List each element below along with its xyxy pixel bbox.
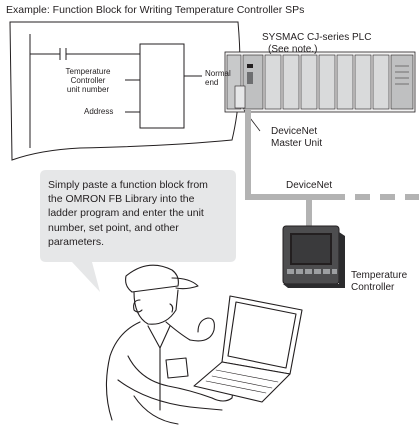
fb-input-line: unit number	[66, 85, 110, 94]
fb-output-normal-end: Normal end	[205, 69, 231, 87]
plc-rack	[224, 51, 416, 132]
plc-note: (See note.)	[268, 44, 318, 55]
fb-input-address: Address	[84, 107, 114, 116]
temperature-controller-line: Temperature	[351, 270, 408, 281]
plc-label: SYSMAC CJ-series PLC (See note.)	[262, 32, 402, 56]
devicenet-cable	[245, 110, 419, 226]
temperature-controller-label: Temperature Controller	[351, 270, 407, 294]
speech-bubble	[40, 170, 236, 292]
diagram-title: Example: Function Block for Writing Temp…	[6, 4, 305, 16]
master-unit-line: Master Unit	[271, 138, 323, 149]
plc-name: SYSMAC CJ-series PLC	[262, 32, 372, 43]
engineer-illustration	[105, 264, 303, 425]
temperature-controller-line: Controller	[351, 282, 395, 293]
speech-bubble-text: Simply paste a function block from the O…	[48, 179, 208, 248]
ladder-panel	[9, 21, 241, 161]
fb-output-line: Normal	[205, 69, 231, 78]
fb-input-line: Temperature	[65, 67, 111, 76]
temperature-controller-device	[282, 225, 345, 288]
fb-input-temperature-controller-unit-number: Temperature Controller unit number	[52, 67, 124, 94]
fb-output-line: end	[205, 78, 219, 87]
master-unit-line: DeviceNet	[271, 126, 318, 137]
fb-input-line: Controller	[70, 76, 106, 85]
network-label: DeviceNet	[286, 180, 333, 191]
master-unit-label: DeviceNet Master Unit	[271, 126, 322, 150]
